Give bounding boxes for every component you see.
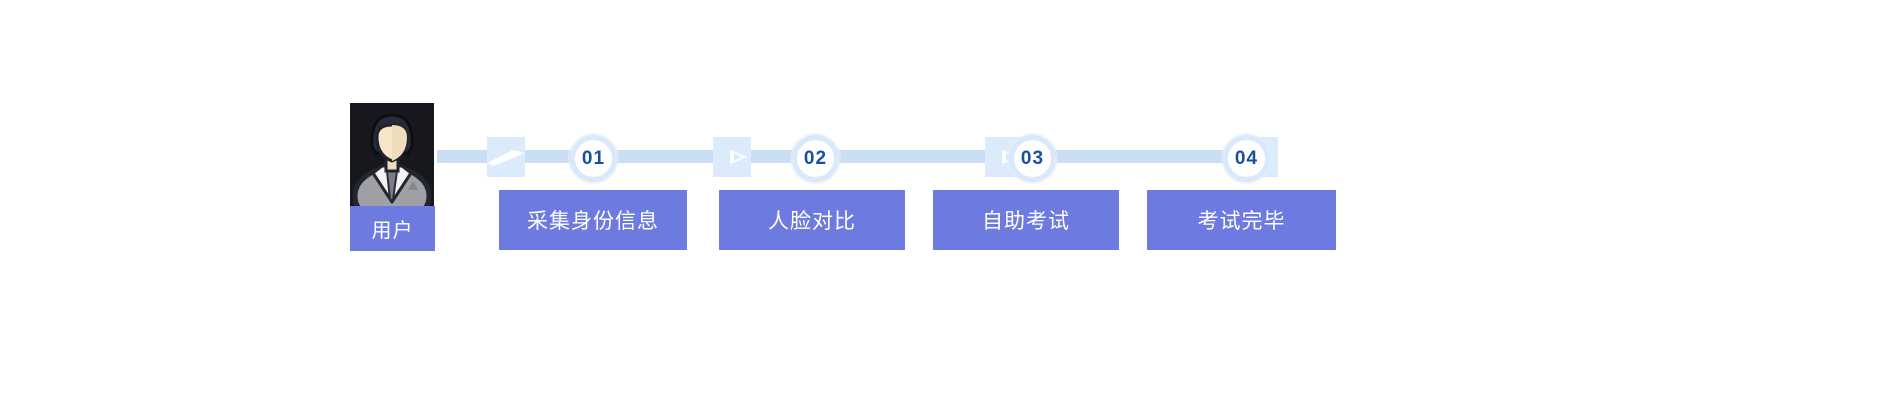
chevron-marker-icon bbox=[487, 137, 525, 177]
step-box-exam-finished: 考试完毕 bbox=[1147, 190, 1336, 250]
step-number: 03 bbox=[1020, 147, 1045, 169]
step-number: 04 bbox=[1234, 147, 1259, 169]
step-circle-01: 01 bbox=[570, 135, 617, 182]
user-label: 用户 bbox=[371, 220, 414, 242]
step-circle-02: 02 bbox=[792, 135, 839, 182]
step-label: 考试完毕 bbox=[1197, 210, 1286, 233]
step-circle-04: 04 bbox=[1223, 135, 1270, 182]
user-label-box: 用户 bbox=[350, 206, 435, 251]
step-label: 采集身份信息 bbox=[527, 210, 659, 233]
step-box-self-exam: 自助考试 bbox=[933, 190, 1119, 250]
step-number: 01 bbox=[581, 147, 606, 169]
step-label: 自助考试 bbox=[982, 210, 1070, 233]
step-box-collect-identity: 采集身份信息 bbox=[499, 190, 687, 250]
chevron-marker-icon bbox=[713, 137, 751, 177]
step-box-face-compare: 人脸对比 bbox=[719, 190, 905, 250]
step-number: 02 bbox=[803, 147, 828, 169]
step-label: 人脸对比 bbox=[768, 210, 856, 233]
user-avatar-icon bbox=[350, 103, 434, 206]
step-circle-03: 03 bbox=[1009, 135, 1056, 182]
timeline-bar bbox=[437, 150, 1250, 163]
